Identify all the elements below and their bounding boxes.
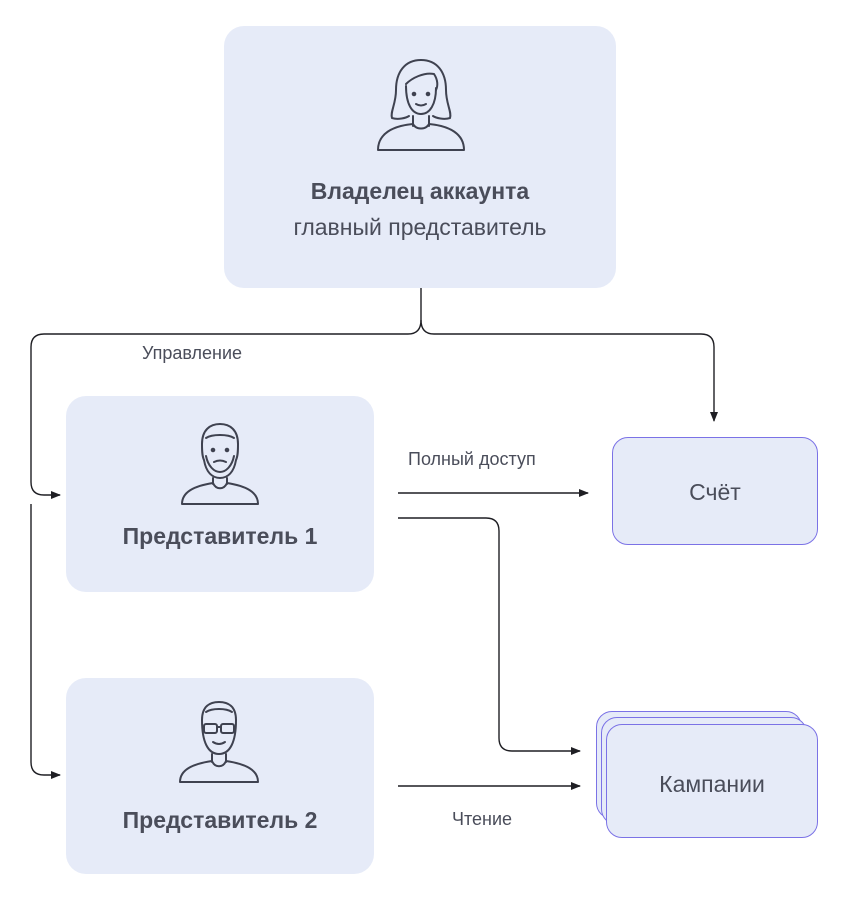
management-to-rep2-line <box>30 504 61 779</box>
woman-avatar-icon <box>377 59 465 151</box>
management-label: Управление <box>142 343 243 363</box>
campaigns-label: Кампании <box>659 771 765 797</box>
read-label: Чтение <box>452 809 513 829</box>
owner-title: Владелец аккаунта <box>310 178 530 204</box>
rep1-to-campaigns-line <box>398 517 581 755</box>
representative-1-name: Представитель 1 <box>122 523 318 549</box>
representative-2-name: Представитель 2 <box>122 807 318 833</box>
owner-stem-line <box>30 288 422 499</box>
owner-subtitle: главный представитель <box>293 214 547 240</box>
account-node: Счёт <box>612 437 818 545</box>
representative-1-card <box>66 396 374 592</box>
campaigns-node: Кампании <box>606 724 818 838</box>
bearded-man-avatar-icon <box>181 423 259 505</box>
account-label: Счёт <box>689 479 741 505</box>
full-access-label: Полный доступ <box>408 449 536 469</box>
account-owner-card <box>224 26 616 288</box>
man-with-glasses-avatar-icon <box>179 701 259 783</box>
owner-to-account-line <box>420 319 718 422</box>
representative-2-card <box>66 678 374 874</box>
